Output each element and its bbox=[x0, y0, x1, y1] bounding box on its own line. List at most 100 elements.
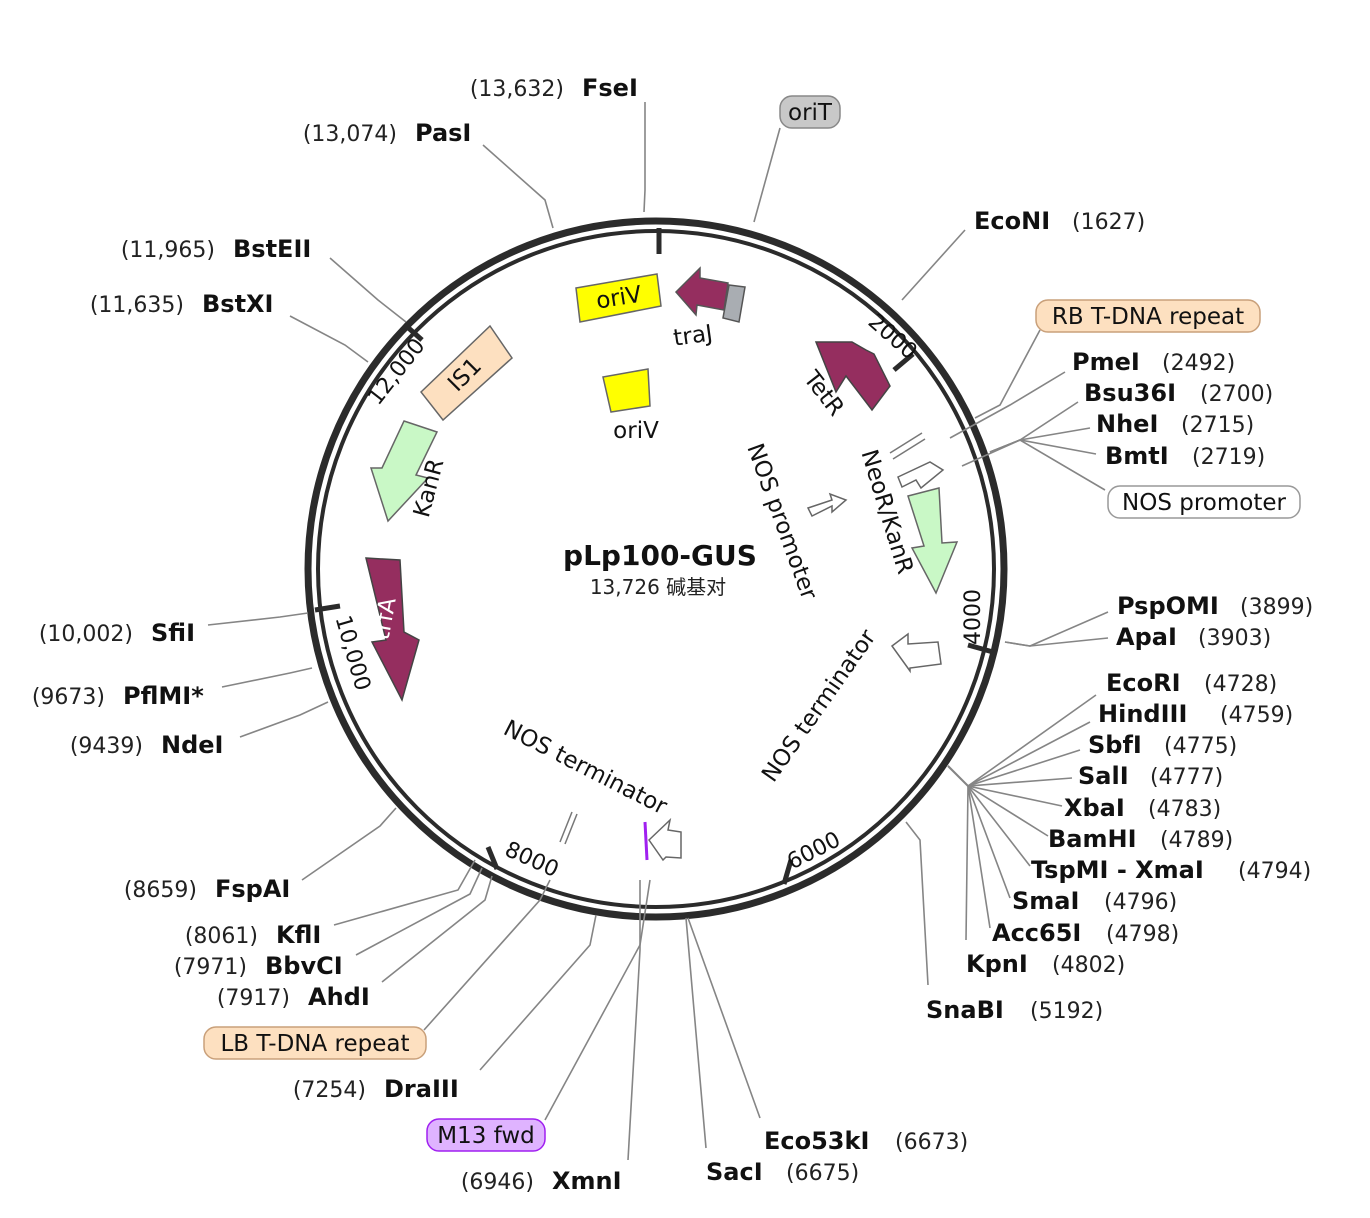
enzyme-XmnI: (6946) XmnI bbox=[461, 1167, 622, 1195]
plasmid-name: pLp100-GUS bbox=[563, 539, 757, 572]
feature-oriV-inner-label: oriV bbox=[613, 418, 659, 444]
feature-trfA: trfA bbox=[365, 557, 420, 703]
feature-KanR: KanR bbox=[369, 420, 449, 523]
enzyme-BstEII: (11,965) BstEII bbox=[121, 235, 311, 263]
enzyme-Eco53kI-pos: (6673) bbox=[895, 1130, 968, 1155]
feature-NeoR-KanR-label: NeoR/KanR bbox=[855, 447, 917, 577]
enzyme-FspAI-name: FspAI bbox=[215, 875, 290, 903]
enzyme-KpnI: KpnI (4802) bbox=[966, 950, 1125, 978]
enzyme-EcoRI-name: EcoRI bbox=[1106, 669, 1181, 697]
enzyme-PasI: (13,074) PasI bbox=[303, 119, 472, 147]
enzyme-BstEII-pos: (11,965) bbox=[121, 238, 215, 263]
small-arrow-near-neor bbox=[897, 461, 945, 490]
enzyme-SbfI: SbfI (4775) bbox=[1088, 731, 1237, 759]
enzyme-Bsu36I: Bsu36I (2700) bbox=[1084, 379, 1273, 407]
enzyme-Eco53kI-name: Eco53kI bbox=[764, 1127, 869, 1155]
feature-NOS-terminator-right-label: NOS terminator bbox=[757, 625, 882, 787]
enzyme-NdeI-pos: (9439) bbox=[70, 734, 143, 759]
boxed-label-nos-promoter: NOS promoter bbox=[1107, 485, 1301, 519]
enzyme-XmnI-pos: (6946) bbox=[461, 1170, 534, 1195]
enzyme-BamHI-pos: (4789) bbox=[1160, 828, 1233, 853]
enzyme-PmeI-name: PmeI bbox=[1072, 348, 1140, 376]
enzyme-XbaI-pos: (4783) bbox=[1148, 797, 1221, 822]
boxed-label-oriT: oriT bbox=[779, 95, 841, 129]
enzyme-SbfI-pos: (4775) bbox=[1164, 734, 1237, 759]
enzyme-EcoNI: EcoNI (1627) bbox=[974, 207, 1145, 235]
enzyme-SfiI: (10,002) SfiI bbox=[39, 619, 195, 647]
enzyme-HindIII-pos: (4759) bbox=[1220, 703, 1293, 728]
boxed-label-lb-tdna-repeat-text: LB T-DNA repeat bbox=[220, 1031, 409, 1057]
enzyme-DraIII-pos: (7254) bbox=[293, 1078, 366, 1103]
enzyme-KpnI-pos: (4802) bbox=[1052, 953, 1125, 978]
enzyme-SalI: SalI (4777) bbox=[1078, 762, 1223, 790]
enzyme-PmeI-pos: (2492) bbox=[1162, 351, 1235, 376]
enzyme-BbvCI: (7971) BbvCI bbox=[174, 952, 343, 980]
boxed-label-lb-tdna-repeat: LB T-DNA repeat bbox=[203, 1026, 427, 1060]
enzyme-KflI-name: KflI bbox=[276, 921, 321, 949]
enzyme-BstEII-name: BstEII bbox=[233, 235, 311, 263]
feature-NOS-terminator-bottom-label: NOS terminator bbox=[499, 715, 671, 820]
small-arrow-nos-promoter bbox=[806, 492, 848, 518]
enzyme-Acc65I-name: Acc65I bbox=[992, 919, 1081, 947]
enzyme-SmaI-pos: (4796) bbox=[1104, 890, 1177, 915]
small-arrow-nos-terminator-bottom bbox=[648, 817, 682, 862]
enzyme-DraIII-name: DraIII bbox=[384, 1075, 459, 1103]
enzyme-EcoRI-pos: (4728) bbox=[1204, 672, 1277, 697]
enzyme-PasI-name: PasI bbox=[415, 119, 471, 147]
enzyme-PspOMI: PspOMI (3899) bbox=[1117, 592, 1313, 620]
enzyme-PmeI: PmeI (2492) bbox=[1072, 348, 1235, 376]
enzyme-SalI-name: SalI bbox=[1078, 762, 1129, 790]
enzyme-DraIII: (7254) DraIII bbox=[293, 1075, 459, 1103]
enzyme-BmtI-pos: (2719) bbox=[1192, 445, 1265, 470]
feature-oriV-inner: oriV bbox=[602, 368, 659, 444]
enzyme-BamHI: BamHI (4789) bbox=[1048, 825, 1233, 853]
feature-traJ: traJ bbox=[672, 266, 729, 352]
small-arrow-nos-terminator-right bbox=[890, 632, 942, 674]
enzyme-Eco53kI: Eco53kI (6673) bbox=[764, 1127, 968, 1155]
enzyme-TspMI-XmaI-pos: (4794) bbox=[1238, 859, 1311, 884]
enzyme-FseI-name: FseI bbox=[582, 74, 638, 102]
enzyme-SalI-pos: (4777) bbox=[1150, 765, 1223, 790]
enzyme-FspAI: (8659) FspAI bbox=[124, 875, 291, 903]
enzyme-SacI: SacI (6675) bbox=[706, 1158, 859, 1186]
enzyme-BmtI-name: BmtI bbox=[1105, 442, 1169, 470]
enzyme-SnaBI-pos: (5192) bbox=[1030, 999, 1103, 1024]
enzyme-SnaBI: SnaBI (5192) bbox=[926, 996, 1103, 1024]
enzyme-Bsu36I-name: Bsu36I bbox=[1084, 379, 1176, 407]
boxed-label-m13-fwd: M13 fwd bbox=[426, 1118, 546, 1152]
boxed-label-rb-tdna-repeat: RB T-DNA repeat bbox=[1035, 299, 1261, 333]
enzyme-ApaI: ApaI (3903) bbox=[1116, 623, 1271, 651]
enzyme-SacI-name: SacI bbox=[706, 1158, 763, 1186]
enzyme-XbaI: XbaI (4783) bbox=[1064, 794, 1221, 822]
enzyme-Acc65I: Acc65I (4798) bbox=[992, 919, 1179, 947]
enzyme-SbfI-name: SbfI bbox=[1088, 731, 1142, 759]
enzyme-TspMI-XmaI-name: TspMI - XmaI bbox=[1031, 856, 1204, 884]
boxed-label-rb-tdna-repeat-text: RB T-DNA repeat bbox=[1052, 304, 1244, 330]
enzyme-ApaI-name: ApaI bbox=[1116, 623, 1177, 651]
enzyme-PasI-pos: (13,074) bbox=[303, 122, 397, 147]
enzyme-NdeI-name: NdeI bbox=[161, 731, 223, 759]
enzyme-FspAI-pos: (8659) bbox=[124, 878, 197, 903]
enzyme-TspMI-XmaI: TspMI - XmaI (4794) bbox=[1031, 856, 1311, 884]
enzyme-Acc65I-pos: (4798) bbox=[1106, 922, 1179, 947]
enzyme-NheI: NheI (2715) bbox=[1096, 410, 1254, 438]
enzyme-NheI-pos: (2715) bbox=[1181, 413, 1254, 438]
enzyme-BbvCI-name: BbvCI bbox=[265, 952, 343, 980]
tick-label-4000: 4000 bbox=[961, 589, 986, 645]
boxed-label-m13-fwd-text: M13 fwd bbox=[437, 1123, 535, 1149]
feature-TetR: TetR bbox=[797, 341, 891, 421]
enzyme-KpnI-name: KpnI bbox=[966, 950, 1028, 978]
tick-label-12000: 12,000 bbox=[363, 334, 430, 410]
boxed-label-oriT-text: oriT bbox=[788, 100, 833, 126]
enzyme-Bsu36I-pos: (2700) bbox=[1200, 382, 1273, 407]
enzyme-NheI-name: NheI bbox=[1096, 410, 1158, 438]
boxed-label-nos-promoter-text: NOS promoter bbox=[1122, 490, 1286, 516]
feature-oriT-mark bbox=[722, 284, 746, 323]
enzyme-SmaI-name: SmaI bbox=[1012, 887, 1079, 915]
enzyme-PflMI-name: PflMI* bbox=[123, 682, 204, 710]
enzyme-BstXI-name: BstXI bbox=[202, 290, 273, 318]
enzyme-PflMI-pos: (9673) bbox=[32, 685, 105, 710]
enzyme-AhdI-pos: (7917) bbox=[217, 986, 290, 1011]
enzyme-HindIII: HindIII (4759) bbox=[1098, 700, 1293, 728]
